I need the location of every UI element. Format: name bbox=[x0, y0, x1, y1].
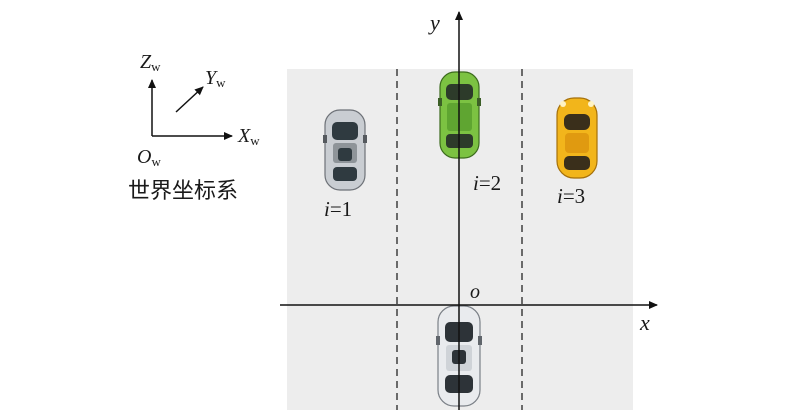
world-z-label: Zw bbox=[140, 51, 161, 74]
car-1-label: i=1 bbox=[324, 197, 352, 221]
world-y-axis bbox=[175, 86, 204, 113]
car-1 bbox=[323, 109, 367, 191]
world-frame: Zw Yw Xw Ow 世界坐标系 bbox=[128, 51, 260, 204]
world-x-label: Xw bbox=[237, 125, 260, 148]
x-axis-label: x bbox=[639, 310, 650, 335]
car-3 bbox=[556, 97, 598, 179]
y-axis-label: y bbox=[428, 10, 440, 35]
world-frame-caption: 世界坐标系 bbox=[128, 179, 238, 204]
car-3-label: i=3 bbox=[557, 184, 585, 208]
world-y-label: Yw bbox=[205, 67, 226, 90]
origin-label: o bbox=[470, 281, 480, 303]
world-origin-label: Ow bbox=[137, 146, 161, 169]
car-2-label: i=2 bbox=[473, 171, 501, 195]
